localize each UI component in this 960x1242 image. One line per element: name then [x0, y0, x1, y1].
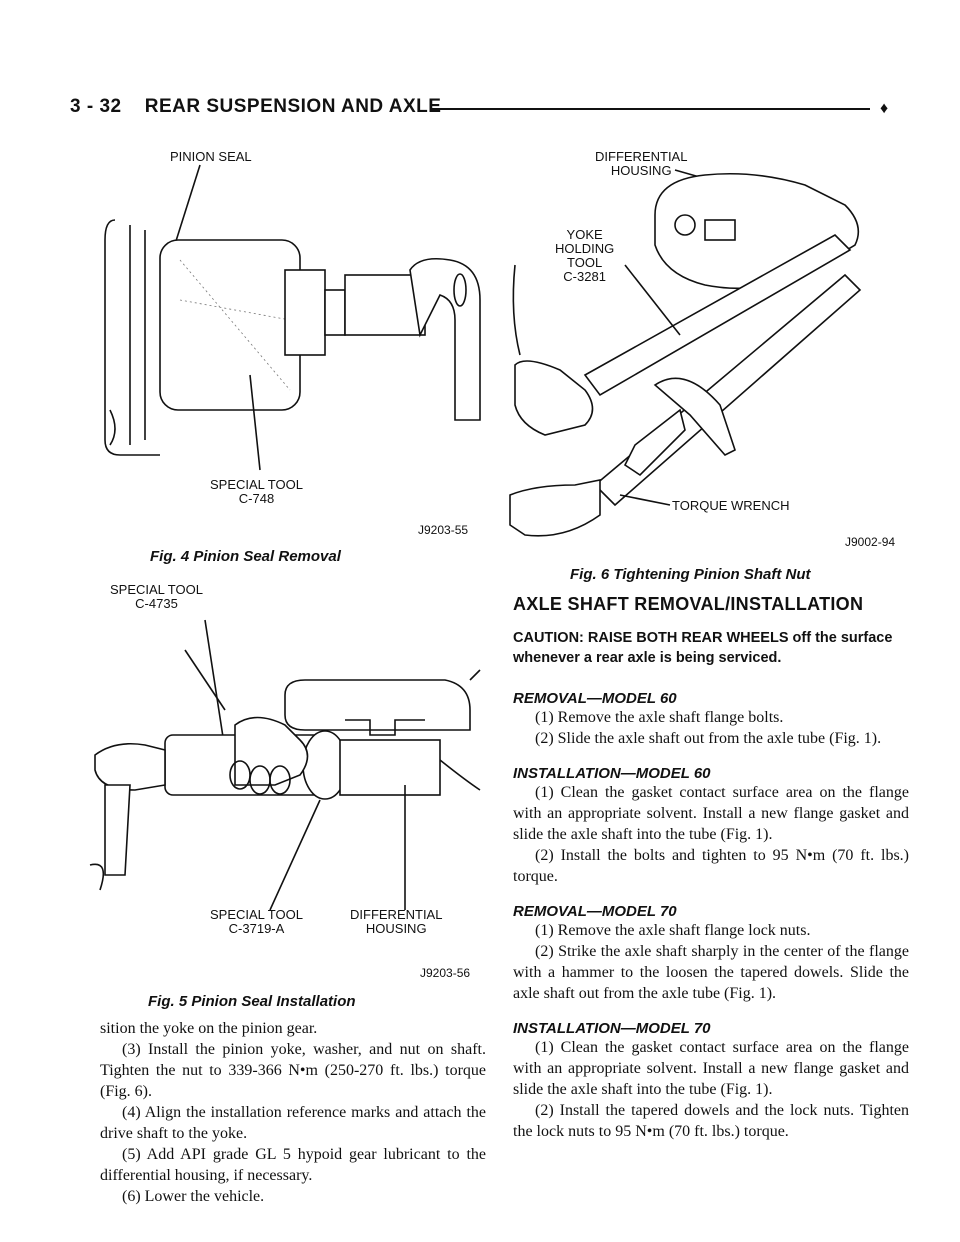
removal-model-60-steps: (1) Remove the axle shaft flange bolts. … [513, 707, 909, 749]
fig5-label-special-tool-top: SPECIAL TOOL C-4735 [110, 582, 203, 611]
fig6-id: J9002-94 [845, 535, 896, 549]
fig6-label-housing: DIFFERENTIAL HOUSING [595, 149, 688, 178]
fig5-id: J9203-56 [420, 966, 471, 980]
install-60-step-1: (1) Clean the gasket contact surface are… [513, 784, 909, 843]
installation-model-70-steps: (1) Clean the gasket contact surface are… [513, 1037, 909, 1142]
installation-model-60-title: INSTALLATION—MODEL 60 [513, 765, 711, 782]
fig5-illustration [89, 619, 481, 910]
install-70-step-1: (1) Clean the gasket contact surface are… [513, 1039, 909, 1098]
axle-shaft-section-title: AXLE SHAFT REMOVAL/INSTALLATION [513, 594, 864, 614]
removal-model-70-title: REMOVAL—MODEL 70 [513, 903, 677, 920]
fig6-label-yoke-holding-tool: YOKE HOLDING TOOL C-3281 [555, 227, 615, 284]
fig4-label-pinion-seal: PINION SEAL [170, 149, 252, 164]
right-procedures: REMOVAL—MODEL 60 (1) Remove the axle sha… [513, 690, 909, 1142]
install-70-step-2: (2) Install the tapered dowels and the l… [513, 1102, 909, 1140]
fig4-id: J9203-55 [418, 523, 469, 537]
removal-60-step-1: (1) Remove the axle shaft flange bolts. [535, 709, 784, 726]
left-step-5: (5) Add API grade GL 5 hypoid gear lubri… [100, 1146, 486, 1184]
fig4-illustration [104, 164, 481, 471]
header-rule [430, 108, 870, 110]
section-header-title: REAR SUSPENSION AND AXLE [144, 96, 442, 117]
removal-model-60-title: REMOVAL—MODEL 60 [513, 690, 677, 707]
removal-70-step-1: (1) Remove the axle shaft flange lock nu… [535, 922, 811, 939]
fig6-label-torque-wrench: TORQUE WRENCH [672, 498, 790, 513]
left-body-text: sition the yoke on the pinion gear. (3) … [100, 1018, 486, 1207]
fig5-caption: Fig. 5 Pinion Seal Installation [148, 993, 356, 1010]
fig4-label-special-tool: SPECIAL TOOL C-748 [210, 477, 303, 506]
installation-model-60-steps: (1) Clean the gasket contact surface are… [513, 782, 909, 887]
left-step-6: (6) Lower the vehicle. [122, 1188, 265, 1205]
page-header: 3 - 32 REAR SUSPENSION AND AXLE [70, 96, 441, 118]
page-number: 3 - 32 [70, 96, 122, 117]
left-step-4: (4) Align the installation reference mar… [100, 1104, 486, 1142]
fig5-label-special-tool-bottom: SPECIAL TOOL C-3719-A [210, 907, 303, 936]
fig6-caption: Fig. 6 Tightening Pinion Shaft Nut [570, 566, 811, 583]
fig6-illustration [509, 169, 862, 537]
install-60-step-2: (2) Install the bolts and tighten to 95 … [513, 847, 909, 885]
installation-model-70-title: INSTALLATION—MODEL 70 [513, 1020, 711, 1037]
fig4-caption: Fig. 4 Pinion Seal Removal [150, 548, 341, 565]
caution-notice: CAUTION: RAISE BOTH REAR WHEELS off the … [513, 630, 893, 666]
left-step-3: (3) Install the pinion yoke, washer, and… [100, 1041, 486, 1100]
left-paragraph-continuation: sition the yoke on the pinion gear. [100, 1020, 318, 1037]
removal-60-step-2: (2) Slide the axle shaft out from the ax… [535, 730, 882, 747]
fig5-label-housing: DIFFERENTIAL HOUSING [350, 907, 443, 936]
removal-70-step-2: (2) Strike the axle shaft sharply in the… [513, 943, 909, 1002]
removal-model-70-steps: (1) Remove the axle shaft flange lock nu… [513, 920, 909, 1004]
diamond-marker-icon: ♦ [880, 100, 889, 117]
